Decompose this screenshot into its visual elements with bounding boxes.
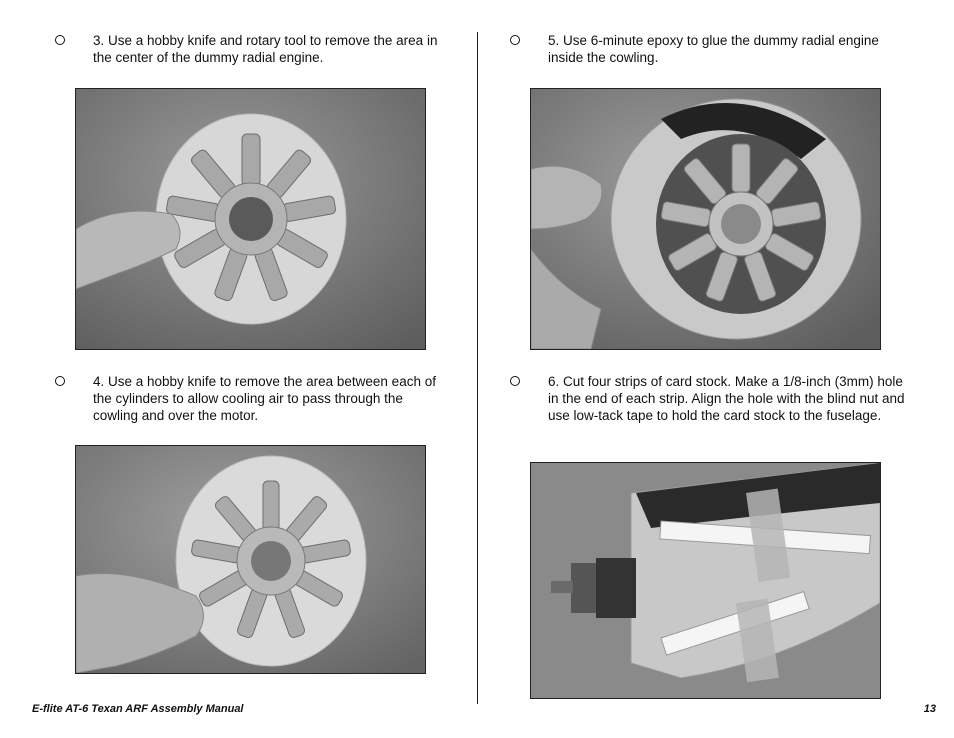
column-divider [477,32,478,704]
photo-card-stock-taped [530,462,881,699]
footer-manual-title: E-flite AT-6 Texan ARF Assembly Manual [32,703,244,715]
checkbox-circle-icon[interactable] [510,35,520,45]
photo-engine-cylinders-cut [75,445,426,674]
step-6-text: 6. Cut four strips of card stock. Make a… [548,374,905,423]
step-4-text: 4. Use a hobby knife to remove the area … [93,374,436,423]
checkbox-circle-icon[interactable] [55,376,65,386]
photo-engine-center-removed [75,88,426,350]
footer-page-number: 13 [923,703,936,715]
step-5-text: 5. Use 6-minute epoxy to glue the dummy … [548,33,879,65]
photo-engine-in-cowling [530,88,881,350]
step-3-text: 3. Use a hobby knife and rotary tool to … [93,33,438,65]
checkbox-circle-icon[interactable] [55,35,65,45]
checkbox-circle-icon[interactable] [510,376,520,386]
